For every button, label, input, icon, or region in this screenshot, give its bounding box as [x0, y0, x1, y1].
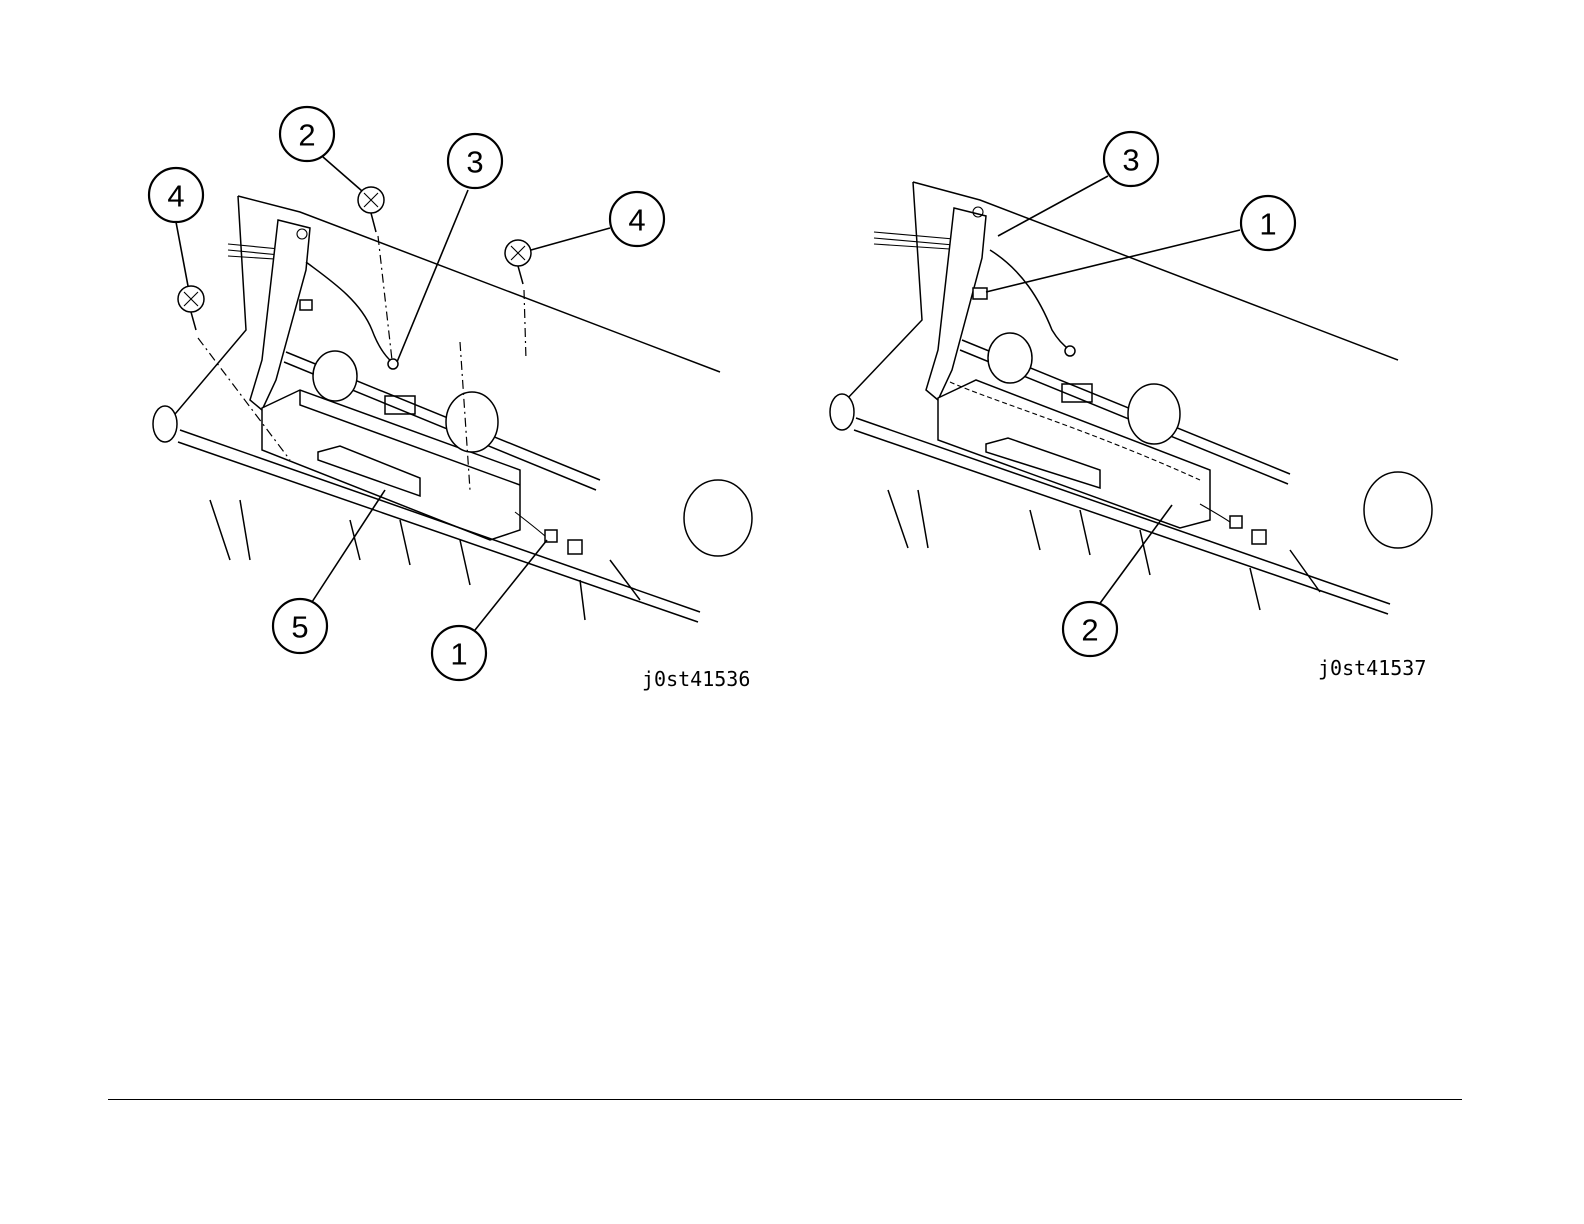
screw-top: [358, 187, 384, 232]
roller-3: [1364, 472, 1432, 548]
leader-3: [998, 176, 1108, 236]
callout-4-left: 4: [149, 168, 203, 222]
roller-1: [988, 333, 1032, 383]
callout-1: 1: [1241, 196, 1295, 250]
lower-guides: [210, 500, 640, 620]
shaft-end-knob: [153, 406, 177, 442]
svg-text:2: 2: [298, 118, 315, 153]
screw-right: [505, 240, 531, 284]
figure-id-right: j0st41537: [1318, 656, 1426, 680]
svg-text:4: 4: [167, 179, 184, 214]
leader-5: [312, 490, 385, 602]
connector-1: [973, 288, 987, 299]
install-line-top: [378, 236, 392, 360]
callout-1: 1: [432, 626, 486, 680]
svg-text:2: 2: [1081, 613, 1098, 648]
figure-id-left: j0st41536: [642, 667, 750, 691]
svg-text:1: 1: [450, 637, 467, 672]
footer-rule: [108, 1099, 1462, 1100]
frame-top-edge: [913, 182, 1398, 360]
callout-2: 2: [1063, 602, 1117, 656]
svg-text:3: 3: [1122, 143, 1139, 178]
connector-top: [300, 300, 312, 310]
leader-2: [323, 157, 362, 191]
frame-left-edge: [846, 182, 922, 400]
callout-3: 3: [1104, 132, 1158, 186]
illustration-right: 3 1 2: [790, 0, 1580, 720]
svg-text:1: 1: [1259, 207, 1276, 242]
screw-left: [178, 286, 204, 330]
ground-terminal: [388, 359, 398, 369]
roller-2: [446, 392, 498, 452]
leader-4b: [531, 228, 610, 250]
shaft-end-knob: [830, 394, 854, 430]
connector-socket: [1252, 530, 1266, 544]
svg-text:4: 4: [628, 203, 645, 238]
connector-end: [1230, 516, 1242, 528]
callout-3: 3: [448, 134, 502, 188]
bracket-arm: [250, 220, 310, 410]
ground-terminal: [1065, 346, 1075, 356]
roller-3: [684, 480, 752, 556]
lower-guides: [888, 490, 1320, 610]
roller-2: [1128, 384, 1180, 444]
figure-left: 2 3 4 4 5 1 j0st41536: [0, 0, 790, 720]
figure-right: 3 1 2 j0st41537: [790, 0, 1580, 720]
connector-socket: [568, 540, 582, 554]
leader-1: [986, 230, 1240, 292]
svg-text:3: 3: [466, 145, 483, 180]
illustration-left: 2 3 4 4 5 1: [0, 0, 790, 720]
svg-text:5: 5: [291, 610, 308, 645]
bracket-arm: [926, 208, 986, 400]
leader-2: [1098, 505, 1172, 606]
callout-4-right: 4: [610, 192, 664, 246]
leader-4a: [176, 222, 188, 286]
leader-3: [397, 190, 468, 362]
leader-1: [475, 540, 547, 630]
callout-5: 5: [273, 599, 327, 653]
callout-2: 2: [280, 107, 334, 161]
roller-1: [313, 351, 357, 401]
ground-wire: [306, 262, 392, 362]
